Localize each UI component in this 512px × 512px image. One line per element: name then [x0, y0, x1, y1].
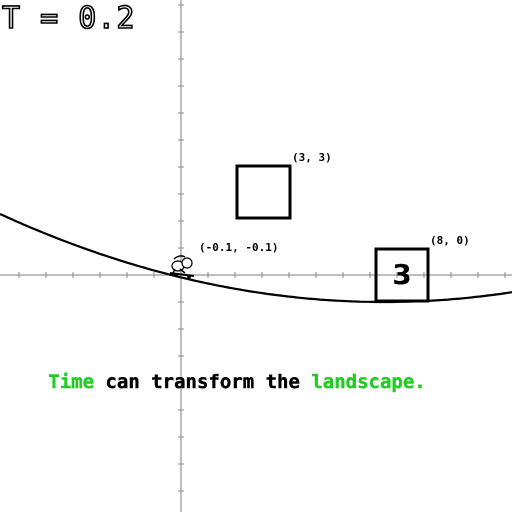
caption-part-landscape: landscape. [311, 371, 426, 393]
caption-part-time: Time [48, 371, 95, 393]
time-readout: T = 0.2 [1, 1, 136, 37]
empty-box [235, 164, 292, 220]
empty-box-coordinate-label: (3, 3) [292, 151, 332, 164]
caption-part-middle: can transform the [94, 371, 312, 393]
character-on-skateboard-icon [169, 255, 195, 279]
player-coordinate-label: (-0.1, -0.1) [199, 241, 279, 254]
terrain-curve [0, 212, 512, 304]
numbered-box [374, 247, 430, 303]
axis-ticks [18, 4, 506, 492]
caption: Time can transform the landscape. [0, 371, 474, 393]
box-number: 3 [392, 258, 412, 291]
numbered-box-coordinate-label: (8, 0) [430, 234, 470, 247]
